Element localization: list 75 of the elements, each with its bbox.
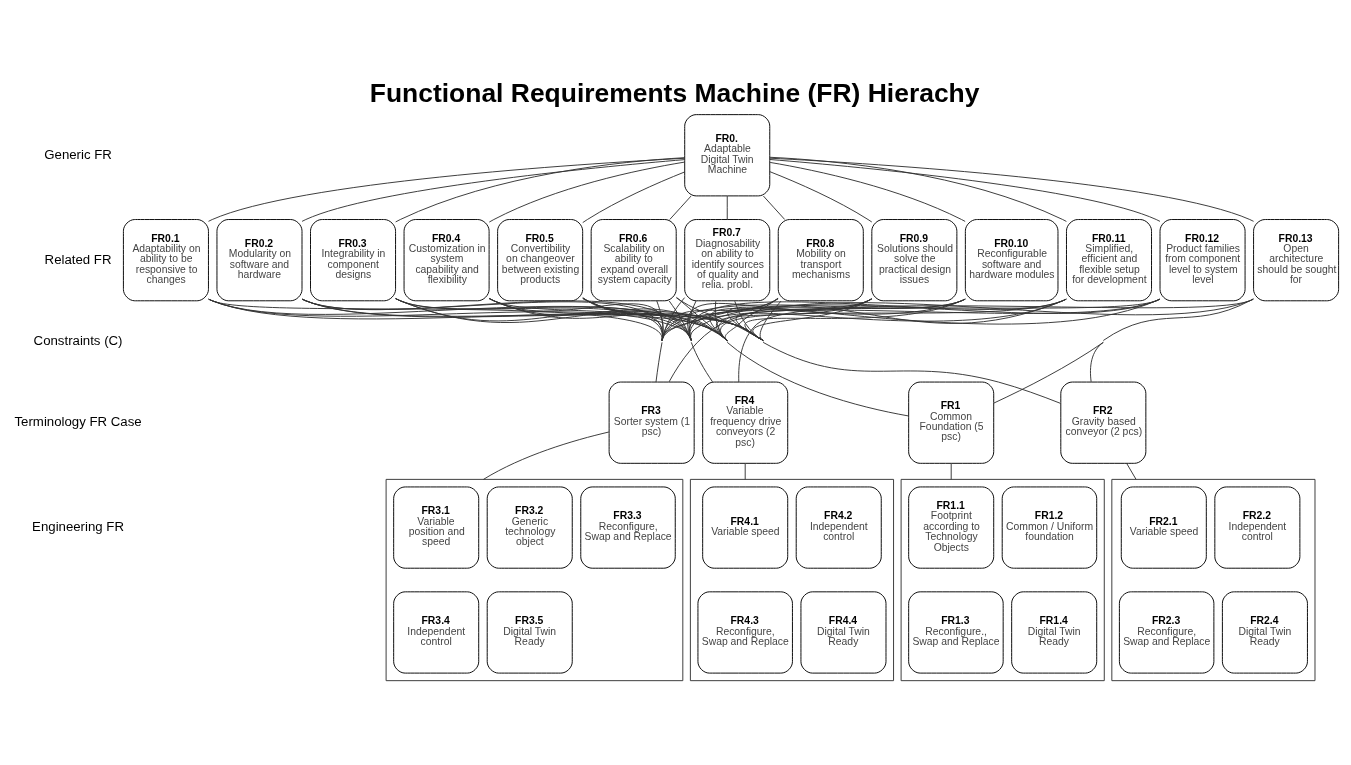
node-box: FR0.4 Customization in system capability and flexibility (403, 218, 490, 301)
node-box: FR0.7 Diagnosability on ability to identify sources of quality and relia. probl. (684, 218, 771, 301)
node-box: FR0.1 Adaptability on ability to be responsive to changes (122, 218, 209, 301)
node-box: FR0.2 Modularity on software and hardware (216, 218, 303, 301)
node-box: FR2.2 Independent control (1214, 485, 1301, 569)
node-box: FR3 Sorter system (1 psc) (608, 381, 695, 464)
label: Engineering FR (32, 518, 124, 534)
connector (582, 297, 692, 341)
connector (724, 297, 779, 341)
node-box: FR0.12 Product families from component level to system level (1159, 218, 1246, 301)
node-box: FR0.9 Solutions should solve the practical design issues (871, 218, 958, 301)
node-box: FR0.6 Scalability on ability to expand overall system capacity (590, 218, 677, 301)
connector (395, 156, 686, 222)
connector (656, 299, 664, 341)
connector (769, 158, 1161, 222)
label: Terminology FR Case (14, 413, 142, 429)
node-box: FR2.3 Reconfigure, Swap and Replace (1118, 590, 1215, 674)
connector (769, 161, 966, 222)
connector (769, 170, 873, 222)
connector (744, 462, 746, 480)
node-box: FR2.1 Variable speed (1120, 485, 1207, 569)
node-box: FR3.3 Reconfigure, Swap and Replace (580, 485, 676, 569)
node-box: FR2.4 Digital Twin Ready (1221, 590, 1308, 674)
node-box: FR2 Gravity based conveyor (2 pcs) (1060, 381, 1147, 464)
label: Related FR (44, 251, 112, 267)
node-box: FR3.4 Independent control (393, 590, 480, 674)
node-box: FR0.11 Simplified, efficient and flexible setup for development (1066, 218, 1152, 301)
cluster (385, 478, 684, 681)
connector (759, 300, 782, 341)
diagram-title: Functional Requirements Machine (FR) Hierachy (369, 77, 980, 108)
cluster (900, 478, 1105, 681)
node-box: FR1.1 Footprint according to Technology Objects (908, 485, 995, 569)
node-box: FR0.5 Convertibility on changeover between existing products (497, 218, 584, 301)
label: Generic FR (44, 146, 112, 162)
connector (668, 300, 692, 341)
connector (752, 297, 873, 341)
node-box: FR0.3 Integrability in component designs (310, 218, 397, 301)
node-box: FR0.10 Reconfigurable software and hardware modules (964, 218, 1059, 301)
node-box: FR4.2 Independent control (795, 485, 882, 569)
node-box: FR4.3 Reconfigure, Swap and Replace (697, 590, 793, 674)
connector (688, 297, 779, 341)
node-box: FR1.2 Common / Uniform foundation (1001, 485, 1098, 569)
cluster (1111, 478, 1316, 681)
label: Constraints (C) (33, 332, 123, 348)
node-box: FR3.2 Generic technology object (486, 485, 573, 569)
node-box: FR1.3 Reconfigure., Swap and Replace (908, 590, 1004, 674)
connector (726, 195, 728, 220)
connector (482, 431, 610, 480)
connector (1090, 341, 1104, 382)
node-box: FR0. Adaptable Digital Twin Machine (684, 113, 771, 196)
connector (769, 156, 1067, 222)
node-box: FR4.4 Digital Twin Ready (800, 590, 887, 674)
connector (661, 297, 779, 341)
node-box: FR0.13 Open architecture should be sought for (1253, 218, 1340, 301)
connector (715, 297, 873, 341)
cluster (689, 478, 894, 681)
node-box: FR3.5 Digital Twin Ready (486, 590, 573, 674)
connector (669, 195, 692, 220)
connector (301, 158, 685, 222)
connector (582, 170, 686, 223)
node-box: FR3.1 Variable position and speed (393, 485, 480, 569)
node-box: FR4 Variable frequency drive conveyors (2 psc) (702, 381, 789, 464)
connector (488, 161, 685, 223)
node-box: FR0.8 Mobility on transport mechanisms (777, 218, 864, 301)
connector (208, 298, 1062, 404)
connector (208, 157, 685, 222)
node-box: FR1.4 Digital Twin Ready (1011, 590, 1098, 674)
connector (762, 195, 786, 220)
node-box: FR1 Common Foundation (5 psc) (908, 381, 995, 464)
node-box: FR4.1 Variable speed (702, 485, 789, 569)
connector (1126, 462, 1137, 480)
connector (208, 298, 909, 416)
connector (582, 296, 664, 341)
connector (769, 157, 1254, 222)
connector (950, 462, 952, 480)
